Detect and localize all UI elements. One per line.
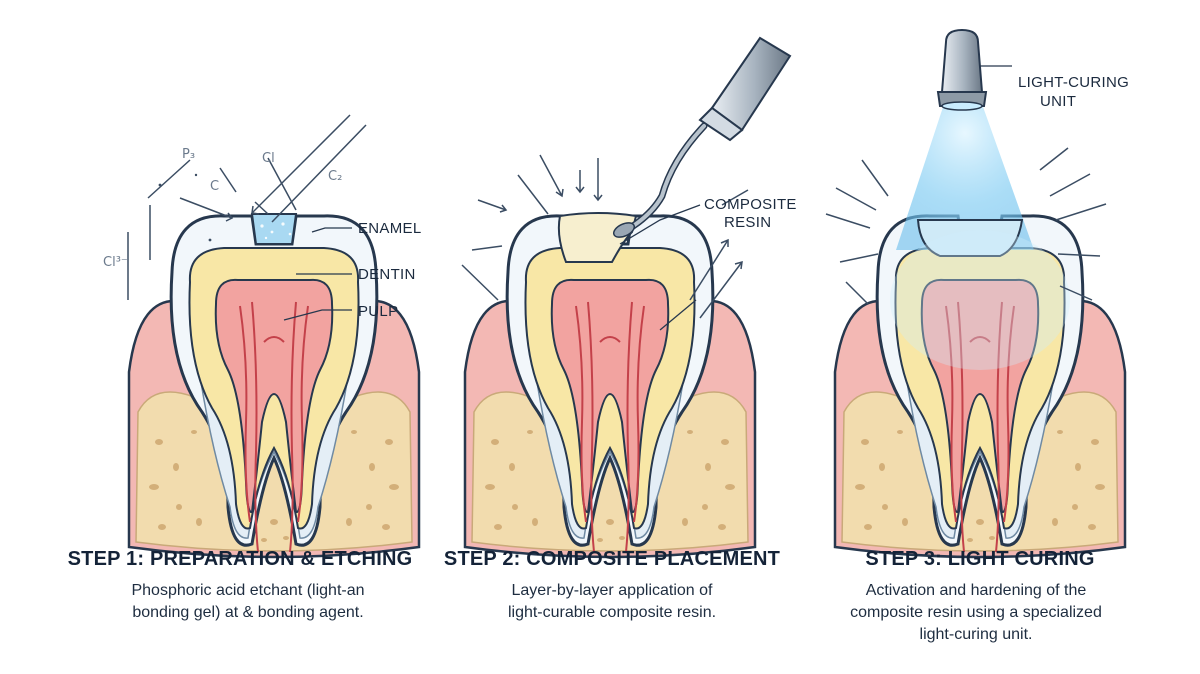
chem-note-c: C: [210, 179, 219, 194]
step-1-desc-line-1: Phosphoric acid etchant (light-an: [131, 582, 365, 599]
step-2-title: STEP 2: COMPOSITE PLACEMENT: [443, 548, 781, 570]
light-curing-unit: [936, 28, 988, 111]
chem-note-c2: C₂: [328, 169, 342, 184]
step-1-description: Phosphoric acid etchant (light-an bondin…: [78, 580, 418, 624]
curing-light-beam: [896, 104, 1034, 250]
chem-note-cl3: Cl³⁻: [103, 255, 128, 270]
step-3-title: STEP 3: LIGHT CURING: [865, 548, 1095, 570]
cured-resin: [916, 219, 1024, 257]
etching-arrows: [127, 114, 367, 300]
step-3-desc-line-2: composite resin using a specialized: [850, 604, 1102, 621]
placement-arrows: [461, 154, 749, 319]
etchant-gel: [250, 213, 298, 245]
chem-note-p3: P₃: [182, 147, 195, 162]
placement-instrument: [612, 36, 792, 238]
step-2-desc-line-2: light-curable composite resin.: [507, 604, 717, 621]
step-2-description: Layer-by-layer application of light-cura…: [442, 580, 782, 624]
label-dentin: DENTIN: [358, 266, 416, 283]
tooth-2-composite-placement: COMPOSITE RESIN: [461, 36, 801, 559]
step-1-desc-line-2: bonding gel) at & bonding agent.: [132, 604, 364, 621]
step-3-desc-line-3: light-curing unit.: [919, 626, 1033, 643]
light-rays: [825, 147, 1107, 305]
tooth-3-light-curing: LIGHT-CURING UNIT: [825, 28, 1134, 559]
label-composite-resin: COMPOSITE RESIN: [704, 196, 801, 231]
label-enamel: ENAMEL: [358, 220, 422, 237]
step-1-title: STEP 1: PREPARATION & ETCHING: [67, 548, 413, 570]
label-light-curing-unit: LIGHT-CURING UNIT: [1018, 74, 1134, 110]
step-3-description: Activation and hardening of the composit…: [806, 580, 1146, 646]
chem-note-cl: Cl: [262, 151, 275, 166]
label-pulp: PULP: [358, 303, 398, 320]
step-2-desc-line-1: Layer-by-layer application of: [511, 582, 713, 599]
step-3-desc-line-1: Activation and hardening of the: [865, 582, 1087, 599]
tooth-1-preparation-etching: P₃ C Cl C₂ Cl³⁻ ENAMEL DENTIN PULP: [103, 114, 422, 559]
